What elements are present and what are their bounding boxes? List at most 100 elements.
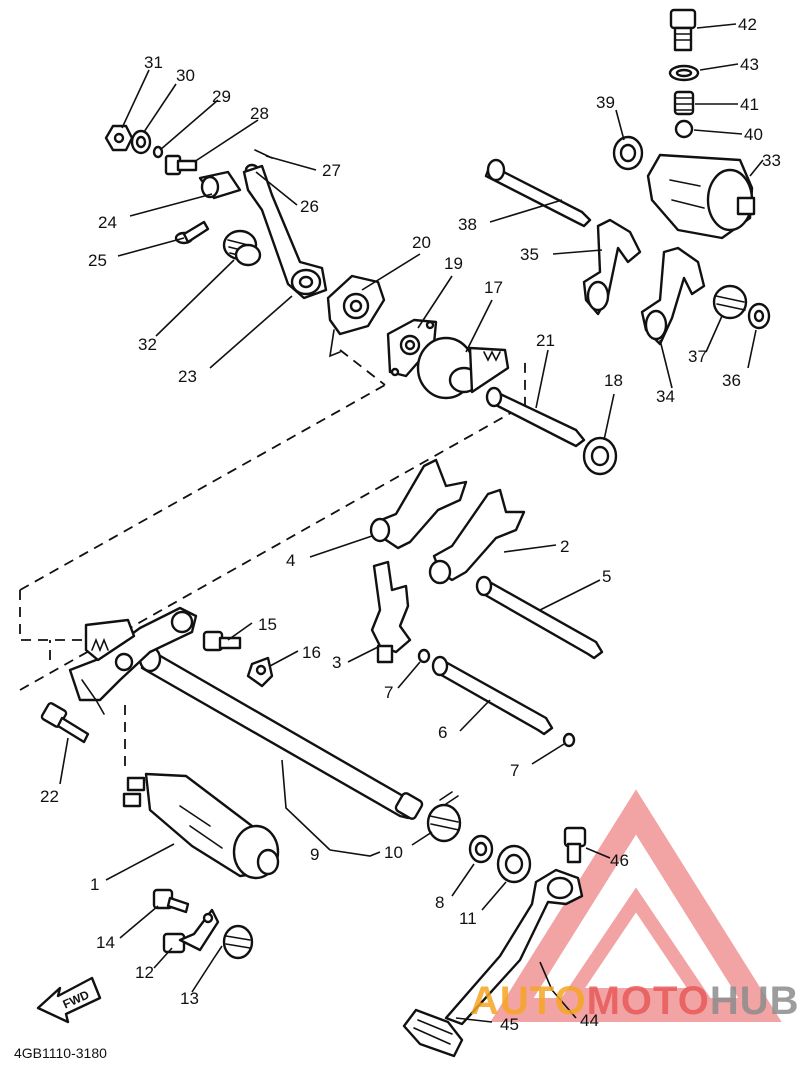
- part-38-guide-bar: [484, 158, 592, 228]
- part-21-guide-bar: [485, 386, 586, 448]
- part-32-spring: [222, 229, 262, 267]
- shift-drum-stopper-group: [484, 8, 771, 476]
- part-13-spring: [222, 924, 254, 960]
- callout-7-lower: 7: [510, 761, 519, 780]
- callout-9: 9: [310, 845, 319, 864]
- callout-13: 13: [180, 989, 199, 1008]
- callout-46: 46: [610, 851, 629, 870]
- callout-42: 42: [738, 15, 757, 34]
- part-30-washer: [130, 129, 152, 155]
- part-35-shift-fork: [582, 218, 642, 316]
- part-6-guide-bar: [431, 655, 554, 736]
- part-28-bolt: [164, 154, 198, 176]
- callout-38: 38: [458, 215, 477, 234]
- callout-4: 4: [286, 551, 295, 570]
- shift-lever-assembly: [68, 606, 198, 715]
- part-20-stopper-plate: [326, 274, 386, 358]
- callout-34: 34: [656, 387, 675, 406]
- part-3-shift-fork: [370, 560, 412, 664]
- callout-26: 26: [300, 197, 319, 216]
- part-41-spring: [673, 90, 695, 116]
- part-34-shift-fork: [640, 246, 706, 346]
- part-17-segment: [416, 336, 510, 400]
- watermark-logo: [490, 789, 782, 1022]
- part-18-oil-seal: [582, 436, 618, 476]
- callout-8: 8: [435, 893, 444, 912]
- callout-28: 28: [250, 104, 269, 123]
- part-43-washer: [668, 64, 700, 82]
- callout-17: 17: [484, 278, 503, 297]
- part-23-shift-arm: [242, 164, 328, 300]
- callout-10: 10: [384, 843, 403, 862]
- part-24-joint: [198, 170, 242, 200]
- part-8-washer: [468, 834, 494, 864]
- callout-22: 22: [40, 787, 59, 806]
- part-40-ball: [674, 119, 694, 139]
- part-9-shift-shaft: [138, 645, 424, 820]
- part-22-bolt: [40, 702, 90, 744]
- callout-32: 32: [138, 335, 157, 354]
- part-36-washer: [747, 302, 771, 330]
- callout-20: 20: [412, 233, 431, 252]
- callout-labels: 1 2 3 4 5 6 7 7 8 9 10 11 12 13 14 15 16…: [40, 15, 781, 1034]
- callout-29: 29: [212, 87, 231, 106]
- part-25-pin: [174, 220, 210, 245]
- part-5-guide-bar: [475, 575, 604, 660]
- part-12-bolt: [162, 908, 220, 954]
- callout-25: 25: [88, 251, 107, 270]
- callout-6: 6: [438, 723, 447, 742]
- callout-7-upper: 7: [384, 683, 393, 702]
- part-46-bolt: [563, 826, 587, 864]
- part-42-plug-bolt: [669, 8, 697, 52]
- watermark-auto: AUTO: [470, 979, 587, 1023]
- part-31-nut: [104, 124, 134, 152]
- part-15-bolt: [202, 630, 242, 652]
- callout-35: 35: [520, 245, 539, 264]
- svg-text:AUTOMOTOHUB: AUTOMOTOHUB: [470, 979, 800, 1023]
- part-14-bolt: [152, 888, 190, 914]
- callout-44: 44: [580, 1011, 599, 1030]
- callout-30: 30: [176, 66, 195, 85]
- watermark-text: AUTOMOTOHUB: [470, 979, 800, 1023]
- callout-23: 23: [178, 367, 197, 386]
- callout-1: 1: [90, 875, 99, 894]
- shift-arm-group: [104, 124, 510, 400]
- part-10-spring: [426, 791, 462, 843]
- part-11-oil-seal: [496, 844, 532, 884]
- callout-2: 2: [560, 537, 569, 556]
- part-1-shift-drum: [122, 772, 280, 880]
- callout-41: 41: [740, 95, 759, 114]
- part-37-spring: [712, 284, 748, 320]
- callout-31: 31: [144, 53, 163, 72]
- part-4-shift-fork: [369, 458, 468, 550]
- shift-fork-group: [202, 458, 604, 748]
- shift-shaft-group: [40, 606, 424, 960]
- part-44-change-pedal: [444, 868, 584, 1026]
- callout-16: 16: [302, 643, 321, 662]
- fwd-arrow-icon: FWD: [36, 976, 102, 1024]
- callout-12: 12: [135, 963, 154, 982]
- callout-40: 40: [744, 125, 763, 144]
- part-16-lock-washer: [246, 656, 274, 688]
- part-19-plate: [386, 318, 438, 378]
- part-2-shift-fork: [428, 488, 526, 585]
- change-pedal-group: [402, 791, 587, 1058]
- watermark-hub: HUB: [710, 979, 800, 1023]
- callout-14: 14: [96, 933, 115, 952]
- callout-37: 37: [688, 347, 707, 366]
- callout-45: 45: [500, 1015, 519, 1034]
- watermark-moto: MOTO: [587, 979, 710, 1023]
- part-7-clip-a: [417, 648, 431, 664]
- callout-27: 27: [322, 161, 341, 180]
- part-45-pedal-rubber: [402, 1008, 464, 1058]
- callout-33: 33: [762, 151, 781, 170]
- part-39-oil-seal: [612, 135, 644, 171]
- callout-18: 18: [604, 371, 623, 390]
- callout-21: 21: [536, 331, 555, 350]
- callout-43: 43: [740, 55, 759, 74]
- part-33-shift-drum: [646, 153, 756, 240]
- part-7-clip-b: [562, 732, 576, 748]
- callout-36: 36: [722, 371, 741, 390]
- callout-3: 3: [332, 653, 341, 672]
